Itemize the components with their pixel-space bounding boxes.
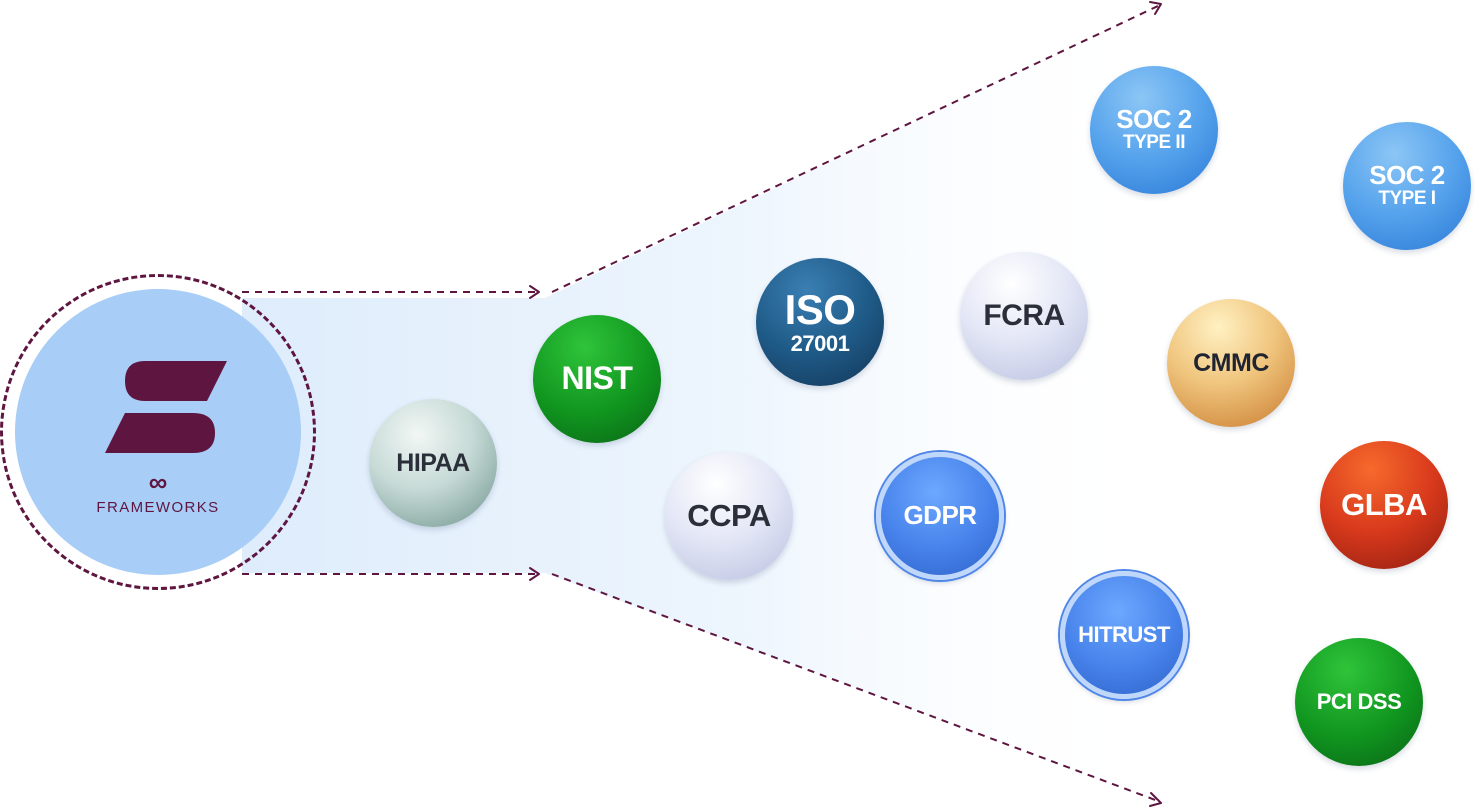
badge-nist: NIST <box>533 315 661 443</box>
badge-soc2-type2-label: SOC 2 <box>1116 103 1192 134</box>
hub-circle: ∞ FRAMEWORKS <box>15 289 301 575</box>
badge-soc2-type2-sub: TYPE II <box>1123 132 1185 154</box>
badge-iso-label: ISO <box>784 285 856 333</box>
arrowhead-bottom-long <box>1149 792 1162 807</box>
badge-soc2-type1-label: SOC 2 <box>1369 159 1445 190</box>
infinity-icon: ∞ <box>148 467 168 497</box>
badge-gdpr: GDPR <box>876 452 1004 580</box>
bottom-long-arrow-line <box>551 573 1159 802</box>
badge-gdpr-label: GDPR <box>903 500 977 531</box>
arrowhead-bottom-short <box>529 567 540 581</box>
badge-cmmc: CMMC <box>1167 299 1295 427</box>
badge-hipaa: HIPAA <box>369 399 497 527</box>
badge-hitrust-label: HITRUST <box>1078 622 1170 648</box>
badge-fcra-label: FCRA <box>983 299 1065 333</box>
badge-iso-number: 27001 <box>790 330 850 356</box>
badge-iso-27001: ISO 27001 <box>756 258 884 386</box>
badge-pci-dss: PCI DSS <box>1295 638 1423 766</box>
badge-ccpa: CCPA <box>665 452 793 580</box>
stylized-s-logo-icon <box>105 361 227 453</box>
badge-pci-dss-label: PCI DSS <box>1316 689 1402 715</box>
badge-soc2-type1: SOC 2 TYPE I <box>1343 122 1471 250</box>
badge-hitrust: HITRUST <box>1060 571 1188 699</box>
funnel-band <box>242 5 1160 800</box>
hub-label: FRAMEWORKS <box>96 499 220 516</box>
badge-cmmc-label: CMMC <box>1193 348 1269 377</box>
dashed-arrows <box>242 5 1159 802</box>
badge-soc2-type2: SOC 2 TYPE II <box>1090 66 1218 194</box>
badge-glba: GLBA <box>1320 441 1448 569</box>
arrowhead-top-long <box>1149 1 1162 15</box>
badge-fcra: FCRA <box>960 252 1088 380</box>
arrowhead-top-short <box>529 285 540 299</box>
badge-soc2-type1-sub: TYPE I <box>1378 188 1436 210</box>
badge-glba-label: GLBA <box>1341 486 1427 522</box>
badge-hipaa-label: HIPAA <box>396 448 470 477</box>
frameworks-hub: ∞ FRAMEWORKS <box>0 274 316 590</box>
badge-nist-label: NIST <box>561 360 633 397</box>
badge-ccpa-label: CCPA <box>687 497 771 533</box>
